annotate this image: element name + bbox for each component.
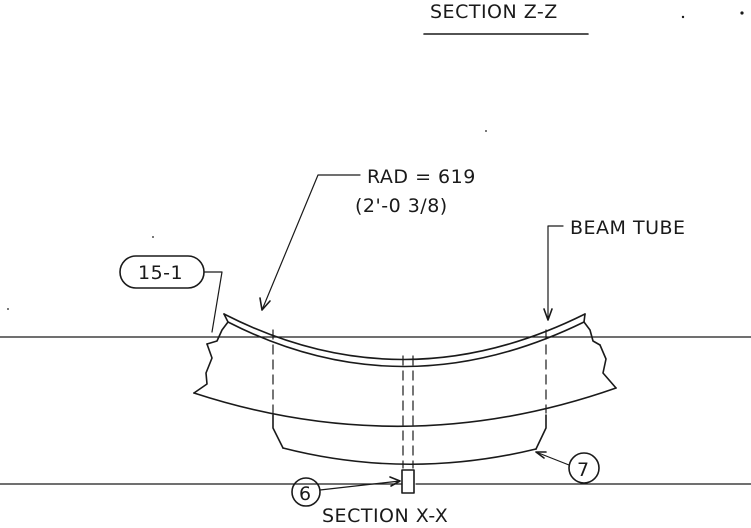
beam-tube-leader-line	[547, 225, 564, 319]
section-z-title: SECTION Z-Z	[430, 1, 558, 23]
radius-label: RAD = 619	[367, 166, 476, 188]
stud-part-6	[401, 469, 415, 494]
lower-plate-left-edge	[272, 414, 284, 449]
callout-6-leader	[319, 480, 401, 491]
right-break-top	[583, 321, 601, 346]
callout-6-text: 6	[299, 483, 312, 505]
left-break-top	[206, 321, 229, 345]
right-break-edge	[599, 344, 617, 389]
radius-leader-arrow	[259, 297, 271, 311]
callout-15-1-text: 15-1	[138, 262, 183, 284]
callout-7-leader	[535, 451, 570, 466]
speck	[7, 308, 9, 310]
section-x-title: SECTION X-X	[322, 505, 448, 527]
left-break-edge	[193, 343, 213, 394]
beam-tube-label: BEAM TUBE	[570, 217, 686, 239]
speck	[152, 236, 154, 238]
lower-plate-bottom-curve	[282, 447, 537, 466]
speck	[681, 15, 685, 19]
beam-tube-inner-arc	[227, 321, 585, 368]
beam-tube-right-end	[583, 313, 586, 323]
callout-7-arrow	[535, 451, 547, 459]
main-body-bottom-curve	[193, 387, 617, 428]
callout-6-bubble	[291, 477, 321, 507]
callout-7-text: 7	[577, 459, 590, 481]
radius-imperial-text: (2'-0 3/8)	[355, 195, 448, 217]
lower-plate-right-edge	[535, 414, 547, 450]
beam-tube-leader-arrow	[543, 308, 553, 321]
speck	[485, 130, 487, 132]
beam-tube-left-end	[223, 313, 229, 323]
radius-imperial-label: (2'-0 3/8)	[355, 195, 448, 217]
speck	[740, 11, 744, 15]
radius-leader-line	[261, 174, 361, 311]
callout-6-arrow	[389, 476, 401, 487]
callout-15-1-leader	[203, 271, 223, 333]
callout-7-bubble	[568, 452, 600, 484]
